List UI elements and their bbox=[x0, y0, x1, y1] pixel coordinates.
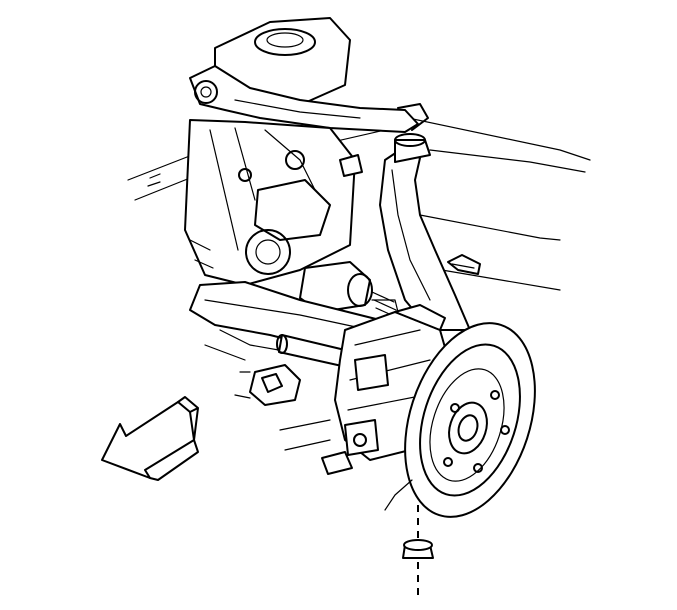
steering-knuckle bbox=[379, 133, 471, 331]
small-direction-arrow-icon bbox=[447, 254, 481, 275]
brake-rotor bbox=[384, 322, 536, 518]
front-direction-arrow-icon bbox=[101, 396, 199, 481]
frame-bracket bbox=[184, 119, 363, 286]
upper-control-arm bbox=[189, 17, 429, 133]
lower-nut bbox=[402, 505, 434, 600]
stabilizer-link bbox=[234, 364, 353, 475]
shock-absorber bbox=[299, 261, 397, 318]
